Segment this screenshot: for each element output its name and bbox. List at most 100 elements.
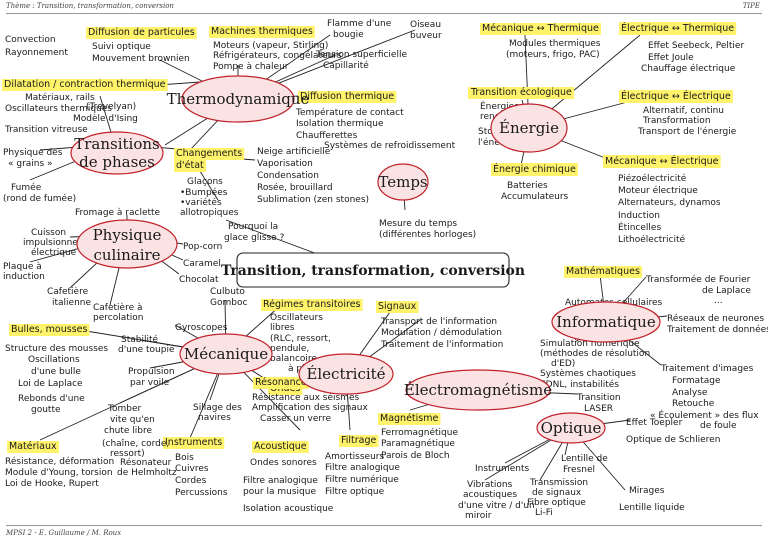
topic-node-label: Énergie bbox=[499, 119, 559, 137]
center-box: Transition, transformation, conversion bbox=[221, 252, 525, 288]
branch-label: Percussions bbox=[175, 488, 228, 498]
branch-label: Effet Seebeck, Peltier bbox=[648, 41, 744, 51]
branch-label: Rebonds d'une bbox=[18, 394, 85, 404]
highlight-marker bbox=[163, 437, 225, 449]
highlight-item: Électrique ↔ Électrique bbox=[619, 90, 733, 103]
header-title: Thème : Transition, transformation, conv… bbox=[6, 2, 174, 10]
topic-node-ellipse bbox=[76, 219, 178, 269]
branch-label: vite qu'en bbox=[110, 415, 155, 425]
highlight-marker bbox=[619, 90, 733, 103]
topic-node: Électromagnétisme bbox=[404, 369, 552, 411]
branch-label: Lithoélectricité bbox=[618, 234, 685, 245]
branch-label: miroir bbox=[465, 511, 492, 521]
highlight-label: Changements bbox=[176, 148, 242, 159]
highlight-item: Mécanique ↔ Thermique bbox=[480, 23, 601, 35]
branch-label: Transmission bbox=[529, 478, 588, 488]
branch-label: Plaque à bbox=[3, 262, 42, 272]
branch-label: Condensation bbox=[257, 171, 319, 181]
branch-label: Amplification des signaux bbox=[252, 403, 368, 413]
highlight-marker bbox=[174, 148, 245, 160]
branch-label: par voile bbox=[130, 378, 170, 388]
branch-label: Bois bbox=[175, 453, 194, 463]
branch-label: Fibre optique bbox=[527, 498, 586, 508]
highlight-label: Dilatation / contraction thermique bbox=[4, 79, 166, 90]
branch-label: d'ED) bbox=[551, 359, 575, 369]
branch-label: Modèle d'Ising bbox=[73, 113, 138, 124]
highlight-marker bbox=[298, 91, 397, 103]
highlight-marker bbox=[252, 441, 309, 453]
branch-label: Moteurs (vapeur, Stirling) bbox=[213, 41, 328, 51]
highlight-marker bbox=[480, 23, 601, 35]
branch-label: Filtre numérique bbox=[325, 474, 399, 485]
branch-label: Température de contact bbox=[295, 107, 404, 118]
branch-label: balancoire, verre bbox=[270, 354, 347, 364]
highlight-item: Acoustique bbox=[252, 441, 309, 453]
branch-label: Réfrigérateurs, congélateurs bbox=[213, 50, 342, 61]
branch-label: Pourquoi la bbox=[228, 222, 278, 232]
branch-label: Flamme d'une bbox=[327, 19, 392, 29]
topic-node: Physique bbox=[76, 219, 178, 269]
highlight-marker bbox=[9, 324, 90, 336]
center-title: Transition, transformation, conversion bbox=[221, 263, 525, 279]
topic-node bbox=[298, 353, 394, 395]
branch-label: de Laplace bbox=[702, 286, 751, 296]
topic-node-label: Thermodynamique bbox=[167, 90, 310, 108]
branch-label: Gomboc bbox=[210, 298, 247, 308]
branch-label: Filtre analogique bbox=[325, 463, 400, 473]
branch-label: Li-Fi bbox=[535, 508, 553, 518]
branch-label: Fromage à raclette bbox=[75, 208, 161, 218]
topic-node-ellipse bbox=[490, 103, 568, 153]
topic-node-ellipse bbox=[181, 75, 295, 123]
highlight-label: Machines thermiques bbox=[211, 26, 313, 37]
branch-label: Loi de Hooke, Rupert bbox=[5, 479, 99, 489]
branch-label: Rayonnement bbox=[5, 48, 68, 58]
branch-label: Alternateurs, dynamos bbox=[618, 198, 721, 208]
highlight-label: Signaux bbox=[378, 301, 417, 312]
highlight-marker bbox=[376, 301, 419, 313]
topic-node bbox=[70, 131, 164, 175]
highlight-label: Transition écologique bbox=[470, 87, 572, 98]
branch-label: Isolation acoustique bbox=[243, 504, 334, 514]
branch-label: Mirages bbox=[629, 486, 665, 496]
branch-label: Tomber bbox=[107, 404, 141, 414]
highlight-marker bbox=[468, 87, 575, 99]
branch-label: LASER bbox=[584, 404, 613, 414]
branch-label: Cafetière bbox=[47, 286, 89, 297]
highlight-marker bbox=[491, 163, 578, 176]
branch-label: Cuivres bbox=[175, 464, 209, 474]
branch-label: de signaux bbox=[532, 488, 582, 498]
branch-label: Optique de Schlieren bbox=[626, 435, 720, 445]
branch-label: impulsionnelle bbox=[23, 238, 89, 248]
branch-label: Résistance, déformation bbox=[5, 456, 114, 467]
highlight-item: Signaux bbox=[376, 301, 419, 313]
branch-label: Alternatif, continu bbox=[643, 106, 724, 116]
branch-label: Piézoélectricité bbox=[618, 173, 687, 184]
branch-label: d'une vitre / d'un bbox=[458, 501, 535, 511]
topic-node-label: Informatique bbox=[556, 313, 656, 331]
branch-label: Glaçons bbox=[187, 177, 223, 187]
branch-label: Analyse bbox=[672, 388, 708, 398]
branch-label: ressort) bbox=[110, 449, 145, 459]
branch-label: (Trevelyan) bbox=[86, 102, 136, 112]
highlight-label: Instruments bbox=[165, 437, 222, 448]
branch-label: Systèmes chaotiques bbox=[540, 368, 636, 379]
highlight-item: Bulles, mousses bbox=[9, 324, 90, 336]
branch-label: Systèmes de refroidissement bbox=[324, 140, 456, 151]
branch-label: Chocolat bbox=[179, 275, 219, 285]
highlight-item: Filtrage bbox=[339, 435, 379, 447]
branch-label: (RLC, ressort, bbox=[270, 334, 331, 344]
branch-label: goutte bbox=[31, 405, 61, 415]
branch-label: Mesure du temps bbox=[379, 219, 457, 229]
highlight-label: Matériaux bbox=[9, 441, 57, 452]
branch-label: Fresnel bbox=[563, 465, 595, 475]
branch-label: Sillage des bbox=[193, 403, 242, 413]
branch-label: Résonateur bbox=[120, 457, 172, 468]
branch-label: Tension superficielle bbox=[315, 50, 407, 60]
topic-node-ellipse bbox=[551, 301, 661, 343]
highlight-item: Régimes transitoires bbox=[261, 299, 363, 311]
highlight-item: Magnétisme bbox=[378, 413, 441, 425]
highlight-label: Électrique ↔ Thermique bbox=[621, 22, 734, 34]
highlight-label: Résonance bbox=[255, 377, 307, 388]
